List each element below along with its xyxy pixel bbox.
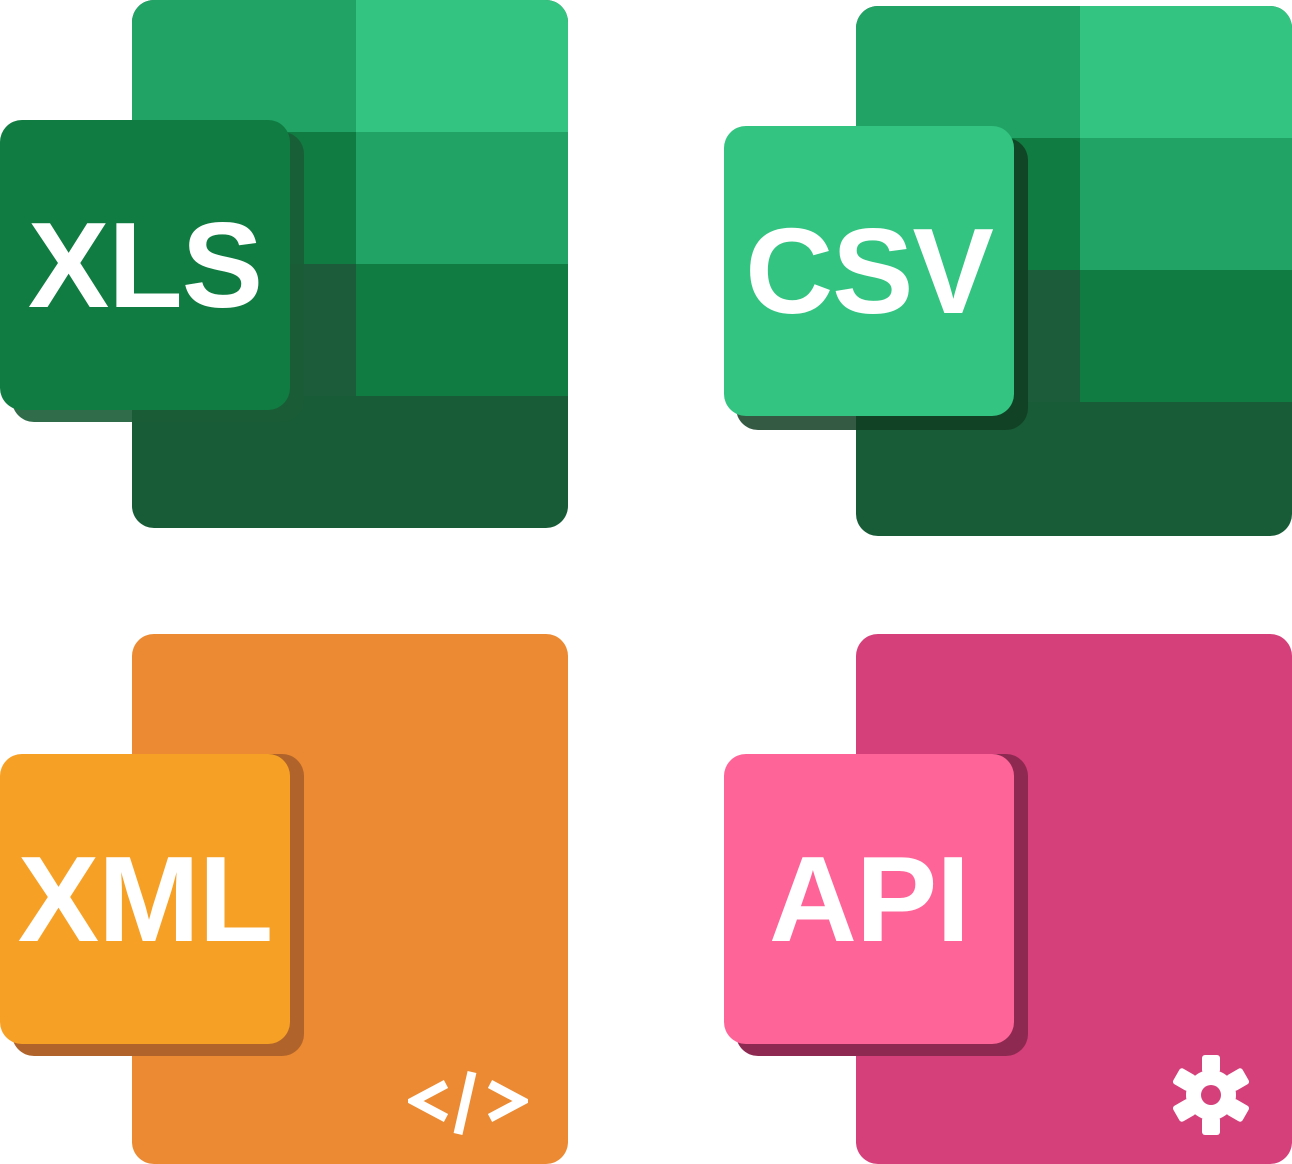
xls-file-icon: XLS [0, 0, 570, 530]
csv-badge: CSV [724, 126, 1014, 416]
sheet-cell [856, 6, 1080, 138]
sheet-cell [356, 132, 568, 264]
sheet-cell [1080, 138, 1292, 270]
badge-label: CSV [745, 203, 994, 339]
sheet-cell [356, 264, 568, 396]
xml-badge: XML [0, 754, 290, 1044]
sheet-cell [356, 0, 568, 132]
api-file-icon: API [724, 634, 1292, 1164]
sheet-cell [1080, 6, 1292, 138]
csv-file-icon: CSV [724, 6, 1292, 538]
gear-icon [1168, 1052, 1254, 1138]
sheet-cell [132, 0, 356, 132]
api-badge: API [724, 754, 1014, 1044]
sheet-cell [1080, 270, 1292, 402]
xls-badge: XLS [0, 120, 290, 410]
xml-file-icon: XML [0, 634, 570, 1164]
badge-label: XLS [27, 197, 263, 333]
badge-label: API [768, 831, 970, 967]
badge-label: XML [17, 831, 274, 967]
code-icon [404, 1070, 532, 1136]
